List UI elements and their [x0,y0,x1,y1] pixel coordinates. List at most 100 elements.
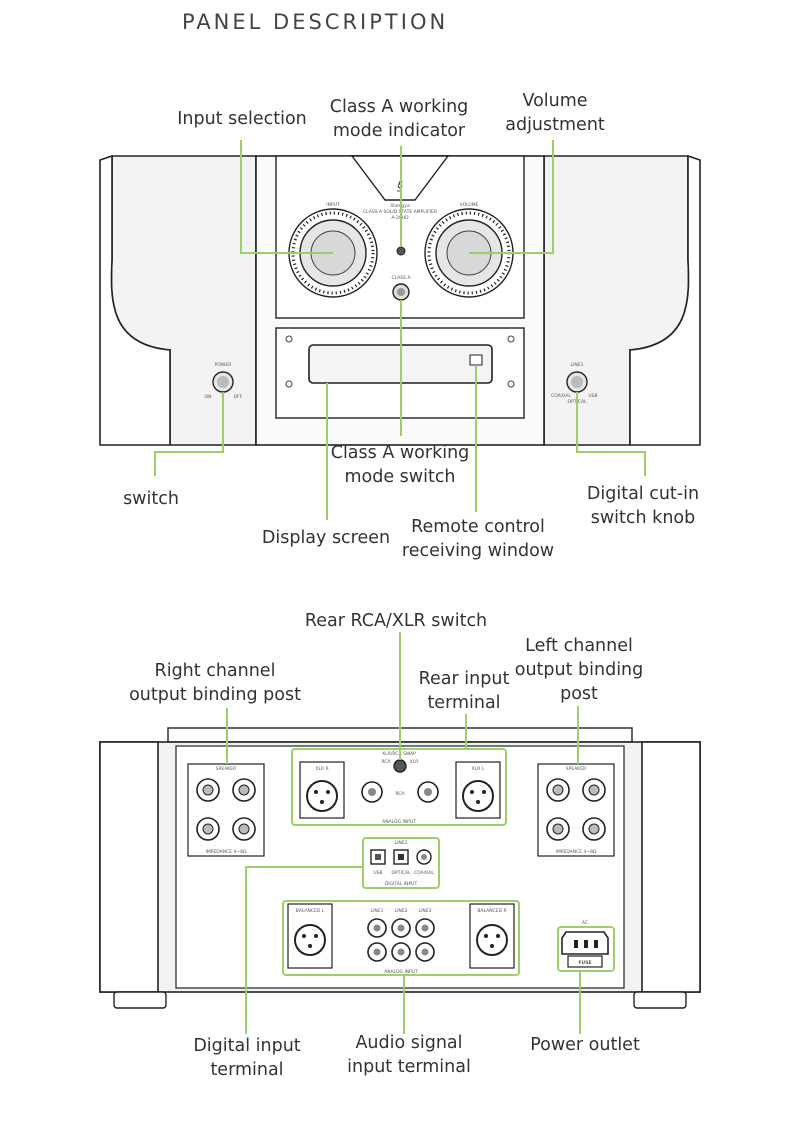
rear-foot-right [633,991,687,1009]
label-digital-input-2: terminal [210,1060,283,1080]
xlr-pin [314,934,318,938]
binding-post-core [588,784,600,796]
rear-input-terminal: XLR/RCA SWAP XLR R XLR L RCA XLR RCA ANA… [291,748,507,826]
xlr-pin [302,934,306,938]
label-power-outlet: Power outlet [530,1035,640,1055]
label-class-a-switch-2: mode switch [344,467,455,487]
coaxial-label: COAXIAL [551,393,571,399]
screw-icon [507,335,515,343]
remote-receiver-window [469,354,483,366]
xlr-pin [320,800,324,804]
coaxial-rear-label: COAXIAL [414,870,434,876]
xlr-connector[interactable] [294,924,326,956]
socket-pin [594,940,598,948]
rear-panel: SPEAKER IMPEDANCE 4~8Ω SPEAKER IMPEDANCE… [99,727,701,1009]
audio-input-group [282,900,520,976]
xlr-connector[interactable] [462,780,494,812]
rear-labels: Rear RCA/XLR switch Right channel output… [129,611,643,1080]
label-class-a-switch-1: Class A working [331,443,470,463]
xlr-l-label: XLR L [472,766,485,772]
socket-pin [584,940,588,948]
rca-line1-label: LINE1 [371,908,384,914]
power-switch-cap [217,376,229,388]
class-a-switch-cap [397,288,405,296]
label-class-a-indicator-2: mode indicator [333,121,466,141]
optical-port-core [398,854,404,860]
digital-input-group [362,837,440,889]
rca-line3-label: LINE3 [419,908,432,914]
usb-port-core [375,854,381,860]
leader-digital-knob [576,392,646,476]
xlr-pin [314,790,318,794]
rca-jack-core [421,948,429,956]
analog-input-label-lower: ANALOG INPUT [384,969,418,975]
fuse-label: FUSE [578,960,591,966]
screw-icon [507,380,515,388]
analog-input-label-upper: ANALOG INPUT [382,819,416,825]
rca-jack-core [368,788,376,796]
label-right-post-2: output binding post [129,685,301,705]
label-audio-input-1: Audio signal [355,1033,462,1053]
optical-rear-label: OPTICAL [391,870,411,876]
swap-xlr-label: XLR [410,759,419,765]
front-right-outer [629,154,701,446]
label-digital-knob-1: Digital cut-in [587,484,699,504]
left-speaker-label: SPEAKER [566,766,586,772]
input-knob-ticks [291,211,375,295]
digital-knob-cap [571,376,583,388]
balanced-l-label: BALANCED L [296,908,325,914]
label-remote-1: Remote control [411,517,545,537]
rca-jack-core [397,924,405,932]
binding-post-core [552,823,564,835]
label-digital-knob-2: switch knob [591,508,695,528]
xlr-pin [496,934,500,938]
usb-label: USB [588,393,597,399]
rca-jack-core [373,948,381,956]
front-left-outer [99,154,171,446]
label-rca-xlr-switch: Rear RCA/XLR switch [305,611,487,631]
rca-line2-label: LINE2 [395,908,408,914]
binding-post-core [202,823,214,835]
line1-label: LINE1 [571,362,584,368]
right-channel-binding-posts: SPEAKER IMPEDANCE 4~8Ω [187,763,265,857]
leader-digital-input [245,866,363,1034]
rca-xlr-switch[interactable] [393,759,407,773]
label-left-post-3: post [560,684,598,704]
label-switch: switch [123,489,179,509]
xlr-pin [490,944,494,948]
binding-post-core [238,784,250,796]
xlr-pin [484,934,488,938]
class-a-indicator-led [396,246,406,256]
rear-left-post [99,741,159,993]
front-labels: Input selection Class A working mode ind… [123,91,699,561]
label-right-post-1: Right channel [155,661,276,681]
xlr-connector[interactable] [306,780,338,812]
power-label: POWER [215,362,232,368]
right-speaker-label: SPEAKER [216,766,236,772]
power-outlet-group [557,926,615,972]
xlr-pin [308,944,312,948]
volume-knob-label: VOLUME [460,202,479,208]
xlr-connector[interactable] [476,924,508,956]
rca-jack-core [421,924,429,932]
label-display: Display screen [262,528,390,548]
rca-jack-core [373,924,381,932]
right-speaker-box [187,763,265,857]
left-speaker-box [537,763,615,857]
left-channel-binding-posts: SPEAKER IMPEDANCE 4~8Ω [537,763,615,857]
label-left-post-2: output binding [515,660,644,680]
leader-volume [469,140,554,254]
label-remote-2: receiving window [402,541,554,561]
fuse-holder[interactable] [567,955,603,968]
screw-icon [285,380,293,388]
label-volume-1: Volume [522,91,587,111]
line1-rear-label: LINE1 [395,840,408,846]
binding-post-core [588,823,600,835]
class-a-switch-label: CLASS A [391,275,411,281]
audio-signal-input-terminal: BALANCED L BALANCED R LINE1 LINE2 LINE3 [282,900,520,976]
screw-icon [285,335,293,343]
leader-switch [154,392,224,476]
label-input-selection: Input selection [177,109,307,129]
power-off-label: OFF [234,394,243,400]
